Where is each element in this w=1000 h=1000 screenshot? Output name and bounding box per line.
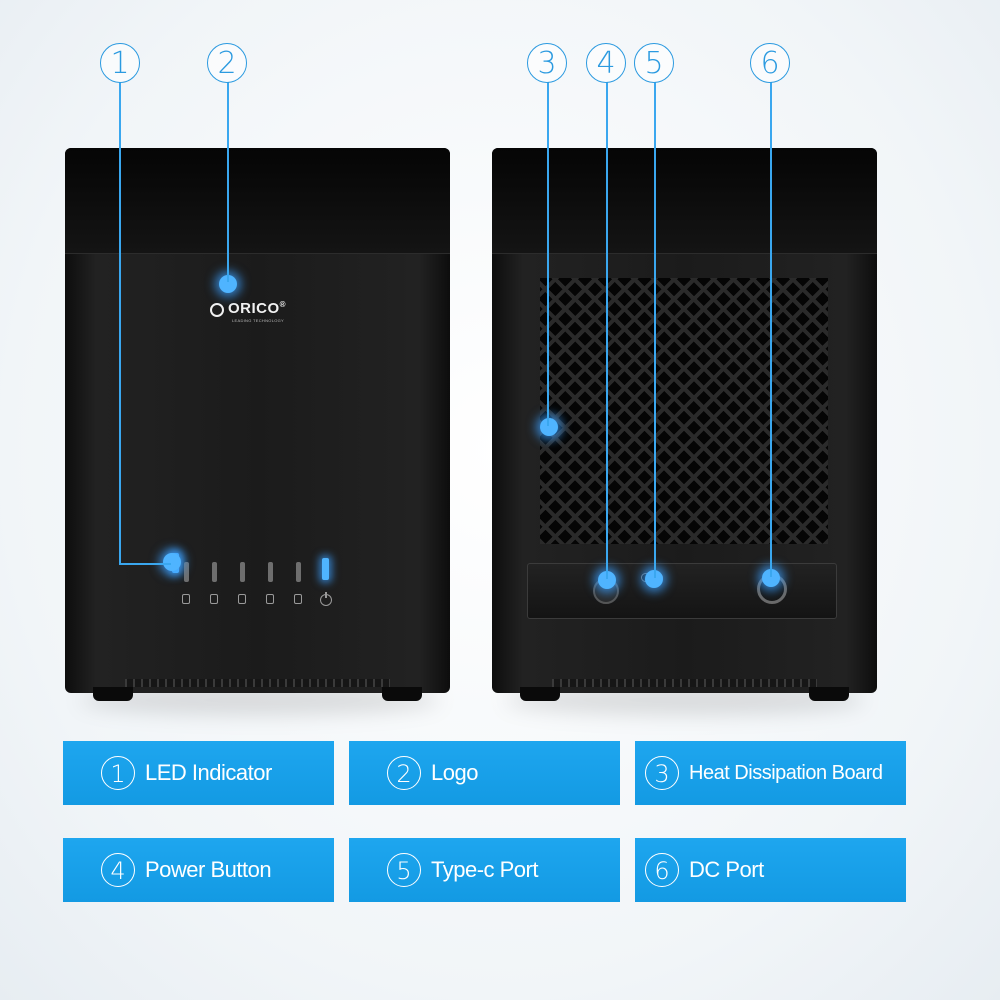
orico-logo-icon [210,303,224,317]
callout-dot-2 [219,275,237,293]
drive-icon [210,594,218,604]
back-foot-right [809,687,849,701]
leader-line-2 [227,82,229,282]
logo-name: ORICO [228,300,280,317]
drive-icon [238,594,246,604]
enclosure-front [65,148,450,701]
callout-2: 2 [207,43,247,83]
legend-label: DC Port [689,857,764,882]
led-indicator-2 [212,562,217,582]
led-indicator-5 [296,562,301,582]
legend-label: Type-c Port [431,857,538,882]
callout-5: 5 [634,43,674,83]
led-indicator-1 [184,562,189,582]
callout-dot-6 [762,569,780,587]
legend-number: 5 [387,853,421,887]
heat-dissipation-board [540,278,828,544]
legend-number: 1 [101,756,135,790]
front-foot-left [93,687,133,701]
legend-label: Heat Dissipation Board [689,761,883,784]
leader-line-5 [654,82,656,578]
drive-icon [294,594,302,604]
drive-icon [266,594,274,604]
logo-text: ORICO® [228,300,286,317]
leader-line-6 [770,82,772,577]
legend-label: LED Indicator [145,760,272,785]
io-panel [527,563,837,619]
legend-item-led-indicator: 1 LED Indicator [63,741,334,805]
legend-item-type-c-port: 5 Type-c Port [349,838,620,902]
leader-line-4 [606,82,608,579]
front-bottom-vents [125,679,390,687]
callout-dot-1 [163,553,181,571]
power-icon [320,592,332,606]
leader-line-3 [547,82,549,426]
callout-dot-3 [540,418,558,436]
legend-label: Logo [431,760,478,785]
logo-mark: ® [279,300,287,309]
legend-item-logo: 2 Logo [349,741,620,805]
legend-number: 2 [387,756,421,790]
led-indicator-3 [240,562,245,582]
callout-1: 1 [100,43,140,83]
callout-6: 6 [750,43,790,83]
enclosure-front-lid [65,148,450,254]
legend-item-dc-port: 6 DC Port [635,838,906,902]
drive-icon [182,594,190,604]
callout-3: 3 [527,43,567,83]
back-bottom-vents [552,679,817,687]
front-foot-right [382,687,422,701]
legend-number: 4 [101,853,135,887]
back-foot-left [520,687,560,701]
logo-tagline: LEADING TECHNOLOGY [232,318,285,323]
legend-item-power-button: 4 Power Button [63,838,334,902]
power-led [322,558,329,580]
callout-4: 4 [586,43,626,83]
led-indicator-4 [268,562,273,582]
legend-label: Power Button [145,857,272,882]
legend-item-heat-dissipation-board: 3 Heat Dissipation Board [635,741,906,805]
leader-line-1-vertical [119,82,121,564]
leader-line-1-horizontal [119,563,171,565]
legend-number: 3 [645,756,679,790]
callout-dot-4 [598,571,616,589]
legend-number: 6 [645,853,679,887]
callout-dot-5 [645,570,663,588]
enclosure-back-lid [492,148,877,254]
